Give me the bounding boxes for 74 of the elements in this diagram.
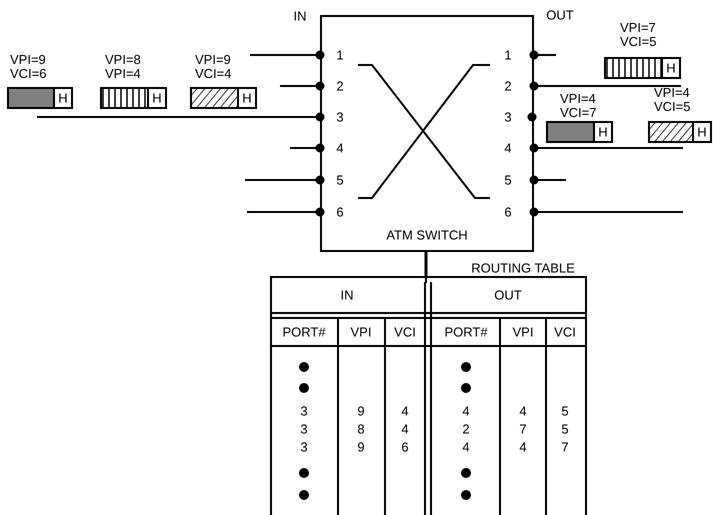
- atm-cell: [100, 87, 167, 109]
- cell-id-label: VPI=4 VCI=5: [654, 86, 692, 114]
- port-line: [530, 144, 683, 152]
- port-line: [280, 82, 324, 90]
- table-value: 7: [519, 422, 527, 436]
- table-title: ROUTING TABLE: [471, 262, 575, 274]
- port-line: [37, 112, 324, 122]
- cell-id-label: VPI=4 VCI=7: [560, 92, 598, 120]
- header-label: H: [697, 126, 707, 138]
- table-value: 4: [401, 422, 409, 436]
- port-number: 1: [336, 48, 344, 62]
- column-header: VCI: [394, 326, 416, 338]
- connector-line: [424, 252, 428, 276]
- header-label: H: [598, 126, 608, 138]
- table-value: 6: [401, 440, 409, 454]
- table-value: 4: [462, 404, 470, 418]
- port-line: [530, 82, 681, 90]
- port-number: 6: [504, 206, 512, 218]
- header-label: H: [242, 92, 252, 104]
- port-number: 5: [336, 174, 344, 186]
- table-value: 7: [561, 440, 569, 454]
- port-line: [530, 208, 683, 216]
- table-value: 4: [401, 404, 409, 418]
- header-label: H: [152, 92, 162, 104]
- port-line: [250, 50, 324, 60]
- table-value: 3: [300, 404, 308, 418]
- port-number: 4: [336, 142, 344, 154]
- table-value: 5: [561, 422, 569, 436]
- atm-cell: [604, 57, 681, 79]
- column-group-header: IN: [340, 288, 354, 302]
- port-side-label: IN: [294, 10, 306, 22]
- atm-cell: [7, 87, 73, 109]
- table-value: 2: [462, 422, 470, 436]
- table-value: 3: [300, 422, 308, 436]
- routing-table: [270, 276, 587, 515]
- column-group-header: OUT: [494, 288, 522, 302]
- cell-id-label: VPI=9 VCI=6: [10, 53, 48, 81]
- port-side-label: OUT: [546, 8, 574, 22]
- table-value: 4: [519, 404, 527, 418]
- table-value: 5: [561, 404, 569, 418]
- table-value: 4: [462, 440, 470, 454]
- cell-id-label: VPI=9 VCI=4: [195, 53, 232, 81]
- port-line: [247, 208, 324, 216]
- column-header: VCI: [554, 326, 576, 338]
- atm-cell: [648, 121, 712, 143]
- atm-cell: [190, 87, 257, 109]
- column-header: VPI: [512, 326, 534, 338]
- port-number: 6: [336, 206, 344, 218]
- column-header: PORT#: [282, 326, 326, 338]
- table-value: 9: [357, 404, 365, 418]
- table-value: 9: [357, 440, 365, 454]
- port-line: [290, 144, 324, 152]
- port-number: 3: [336, 110, 344, 124]
- port-number: 4: [504, 142, 512, 154]
- column-header: PORT#: [444, 326, 488, 338]
- port-number: 3: [504, 110, 512, 124]
- atm-cell: [546, 121, 613, 143]
- header-label: H: [58, 92, 68, 104]
- switch-label: ATM SWITCH: [386, 228, 468, 242]
- switch-box: [320, 15, 534, 252]
- port-number: 1: [504, 48, 512, 62]
- port-line: [530, 176, 566, 184]
- cell-id-label: VPI=8 VPI=4: [105, 53, 142, 81]
- header-label: H: [666, 62, 676, 74]
- port-line: [530, 50, 556, 60]
- table-value: 8: [357, 422, 365, 436]
- table-value: 3: [300, 440, 308, 454]
- cell-id-label: VPI=7 VCI=5: [620, 21, 658, 49]
- port-number: 2: [336, 80, 344, 92]
- table-value: 4: [519, 440, 527, 454]
- port-number: 5: [504, 174, 512, 186]
- port-number: 2: [504, 80, 512, 92]
- port-line: [245, 176, 324, 184]
- column-header: VPI: [350, 326, 372, 338]
